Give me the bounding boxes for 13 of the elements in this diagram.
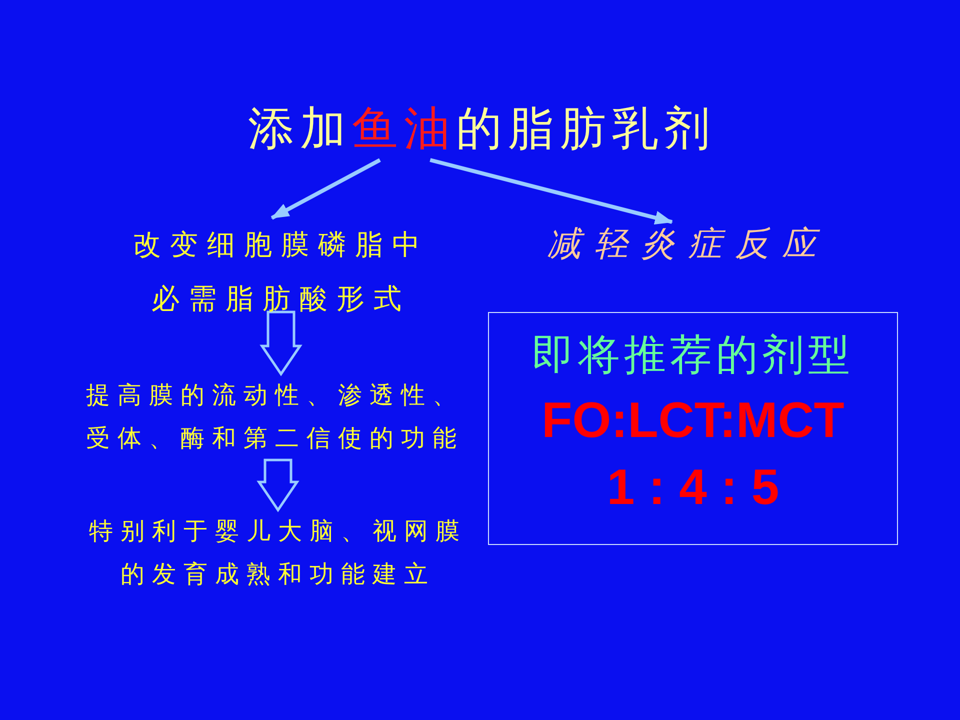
arrow [260,310,302,376]
title: 添加鱼油的脂肪乳剂 [212,98,752,160]
text-label: 特别利于婴儿大脑、视网膜的发育成熟和功能建立 [86,510,470,596]
text-label: 提高膜的流动性、渗透性、受体、酶和第二信使的功能 [86,374,470,460]
arrow [270,158,381,220]
box-text: 1 : 4 : 5 [606,458,780,517]
box-text: FO:LCT:MCT [540,391,846,450]
text-label: 减轻炎症反应 [540,222,836,272]
formulation-box [488,312,898,545]
arrow [256,458,300,512]
text-label: 改变细胞膜磷脂中必需脂肪酸形式 [128,218,434,312]
arrow [430,158,673,225]
box-heading: 即将推荐的剂型 [531,329,855,381]
